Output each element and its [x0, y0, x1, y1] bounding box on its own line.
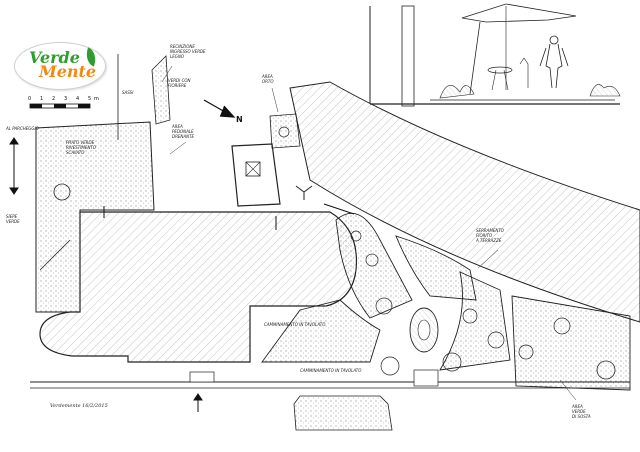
- label-terrace-area: VERDI CON FIORIERE: [168, 78, 191, 88]
- logo-line-1: Verde: [29, 48, 80, 67]
- scale-tick-5: 5: [88, 96, 92, 102]
- label-flower-beds: SERRAMENTO FIORITO A TERRAZZE: [476, 228, 504, 243]
- label-bottom-note: CAMMINAMENTO IN TAVOLATO: [300, 368, 362, 373]
- label-water-feature: AREA PEDONALE DRENANTE: [172, 124, 195, 139]
- label-parking: AL PARCHEGGIO: [6, 126, 39, 131]
- label-pots-fence: RECINZIONE INGRESSO VERDE LEGNO: [170, 44, 206, 59]
- scale-tick-0: 0: [28, 96, 32, 102]
- scale-tick-1: 1: [40, 96, 44, 102]
- label-stone-path: SASSI: [122, 90, 134, 95]
- scale-tick-3: 3: [64, 96, 68, 102]
- label-right-area: AREA VERDE DI SOSTA: [572, 404, 591, 419]
- section-sketch: [369, 3, 621, 107]
- label-bottom-note-2: CAMMINAMENTO IN TAVOLATO: [264, 322, 326, 327]
- logo-line-2: Mente: [39, 62, 97, 81]
- label-green-hedge: SIEPE VERDE: [6, 214, 20, 224]
- right-garden: [511, 295, 631, 391]
- scale-bar-graphic: [29, 103, 91, 109]
- planting-bed-4: [261, 299, 381, 363]
- scale-unit: m: [94, 96, 99, 102]
- left-lawn: [35, 121, 155, 313]
- verdemente-logo: Verde Mente: [14, 42, 106, 90]
- entrance-pavilion: [231, 143, 281, 207]
- curved-promenade: [289, 81, 640, 323]
- scale-tick-4: 4: [76, 96, 80, 102]
- compass-arrow: [203, 99, 236, 118]
- signature: Verdemente 16/2/2015: [50, 403, 108, 409]
- north-label: N: [236, 115, 243, 124]
- label-shade-garden: AREA ORTO: [262, 74, 274, 84]
- label-lawn-area: PRATO VERDE RIVESTIMENTO SCAVATO: [66, 140, 96, 155]
- scale-tick-2: 2: [52, 96, 56, 102]
